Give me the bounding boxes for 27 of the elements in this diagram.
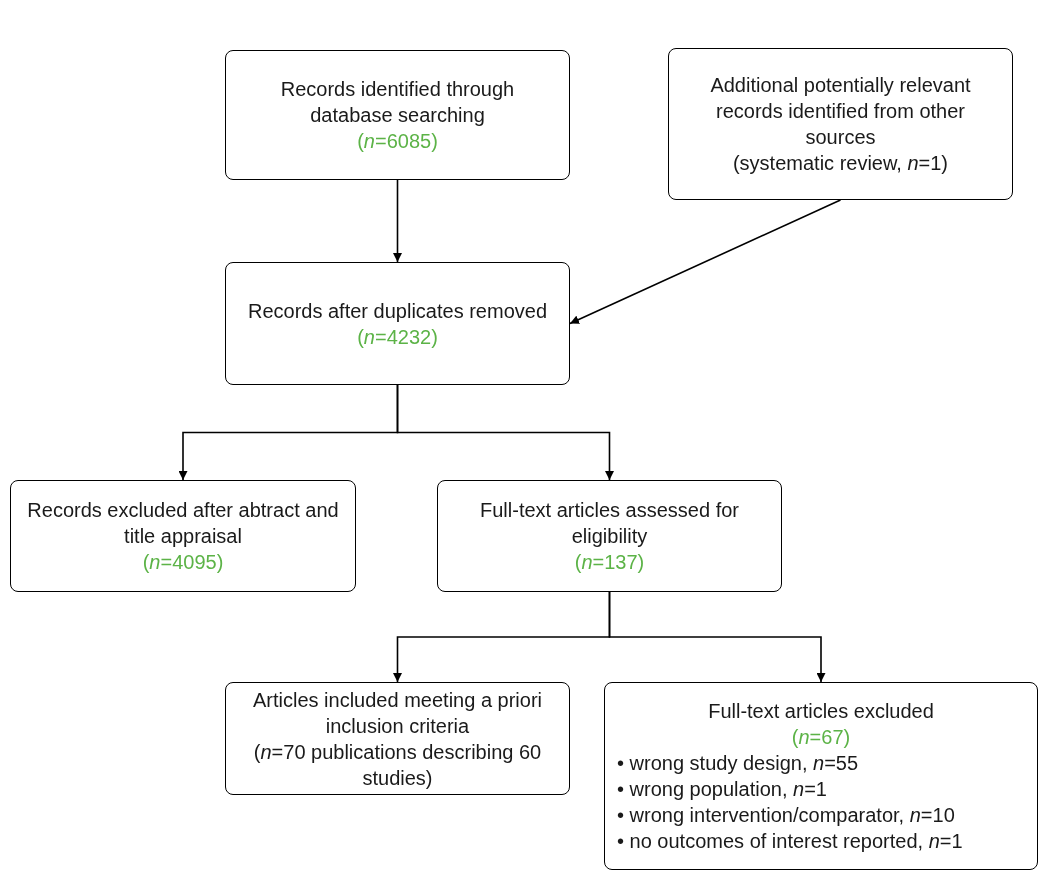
count-text: (n=137) <box>573 550 646 575</box>
box-title: Records after duplicates removed <box>246 298 548 324</box>
list-item: • wrong intervention/comparator, n=10 <box>617 803 955 828</box>
count-text: (n=70 publications describing 60 studies) <box>252 739 543 791</box>
arrow <box>608 591 826 683</box>
box-title: Full-text articles assessed for eligibility <box>479 498 740 549</box>
count-text: (n=67) <box>790 725 852 750</box>
process-box <box>225 262 570 385</box>
box-title: Records excluded after abtract and title appraisal <box>26 498 340 549</box>
process-box <box>668 48 1013 200</box>
count-text: (systematic review, n=1) <box>731 151 950 176</box>
box-title: Full-text articles excluded <box>707 699 935 724</box>
process-box <box>225 50 570 180</box>
arrow <box>569 199 842 325</box>
process-box <box>437 480 782 592</box>
list-item: • wrong population, n=1 <box>617 777 827 802</box>
count-text: (n=6085) <box>356 129 439 154</box>
count-text: (n=4232) <box>356 324 439 350</box>
count-text: (n=4095) <box>141 550 225 575</box>
list-item: • no outcomes of interest reported, n=1 <box>617 829 963 854</box>
box-title: Records identified through database searching <box>279 77 516 128</box>
process-box <box>10 480 356 592</box>
arrow <box>393 179 402 263</box>
list-item: • wrong study design, n=55 <box>617 751 859 776</box>
process-box <box>225 682 570 795</box>
arrow <box>396 384 614 481</box>
process-box <box>604 682 1038 870</box>
